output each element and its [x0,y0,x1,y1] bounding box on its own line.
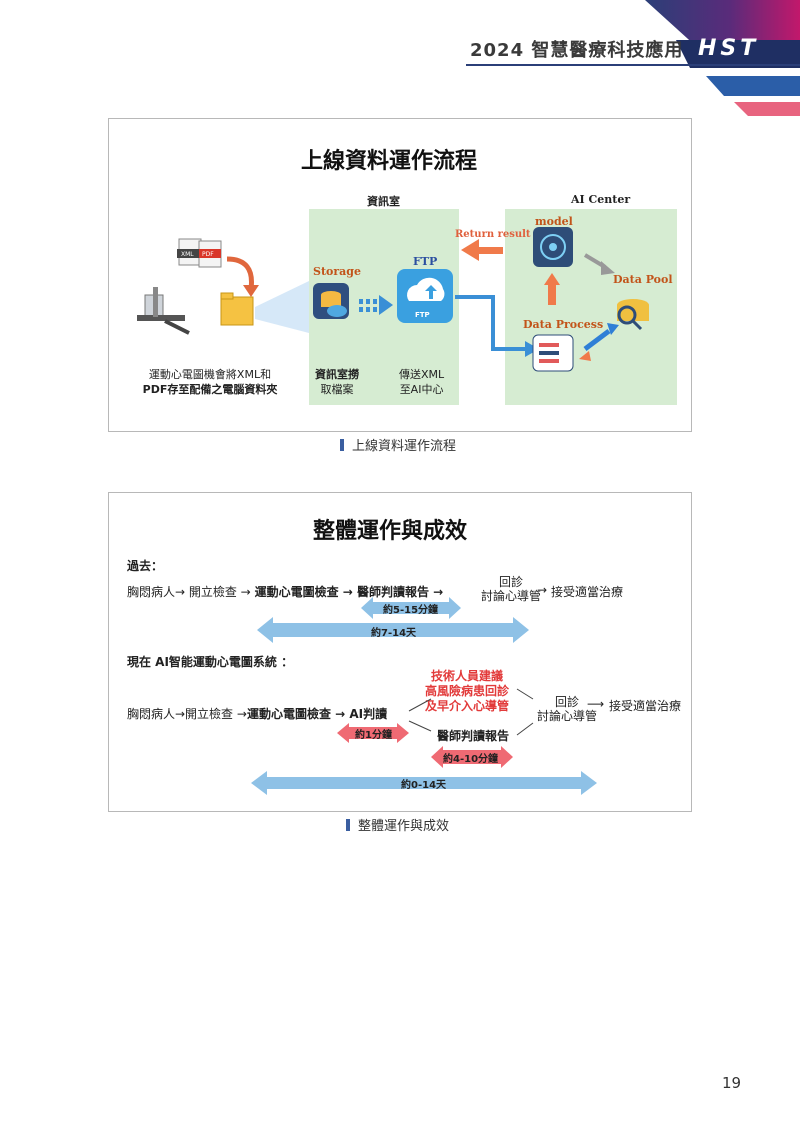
past-return-visit: 回診 討論心導管 [481,575,542,603]
header-decoration [645,0,800,116]
ftp-label: FTP [413,255,438,268]
figure1-graphics: XML PDF [137,227,649,372]
past-long-arrow-icon [257,617,529,643]
header-stripe-pink [734,102,800,116]
machine-description: 運動心電圖機會將XML和 PDF存至配備之電腦資料夾 [142,368,278,396]
curved-arrow-icon [226,256,254,290]
past-short-duration: 約5-15分鐘 [383,605,439,616]
past-long-duration: 約7-14天 [371,628,417,639]
now-long-duration: 約0-14天 [401,780,447,791]
storage-to-ftp-arrow-icon [359,295,393,315]
ecg-machine-icon [137,287,190,335]
figure-data-flow: 上線資料運作流程 資訊室 AI Center XML PDF [108,118,692,432]
now-long-arrow-icon [251,771,597,795]
beam-shape [255,281,309,333]
xml-pdf-files-icon [177,238,222,268]
return-arrow-icon [479,247,503,254]
storage-label: Storage [313,265,361,278]
brand-logo: HST [698,36,760,61]
tech-suggestion: 技術人員建議 高風險病患回診 及早介入心導管 [425,669,510,713]
now-return-visit: 回診 討論心導管 [537,695,598,723]
pdf-tag: PDF [202,251,214,258]
header-brand-band [676,40,800,68]
header-stripe-blue [706,76,800,96]
xml-tag: XML [181,251,194,258]
header-rule [466,64,800,66]
model-label: model [535,215,573,228]
past-arrow: → [537,583,548,597]
page-number: 19 [722,1074,742,1092]
past-label: 過去： [127,559,164,573]
past-flow: 胸悶病人→ 開立檢查 → 運動心電圖檢查 → 醫師判讀報告 → [127,585,444,599]
figure1-caption: 上線資料運作流程 [340,435,456,454]
figure2-graphics [251,597,597,795]
doctor-report: 醫師判讀報告 [437,729,510,743]
ai-zone-label: AI Center [571,193,631,206]
figure2-caption: 整體運作與成效 [346,815,449,834]
now-ai-arrow-icon [337,723,409,743]
now-treatment: 接受適當治療 [609,699,682,713]
ftp-badge: FTP [415,311,430,319]
ftp-to-process-arrow-icon [455,295,527,351]
header-title: 2024 智慧醫療科技應用 [470,40,684,61]
it-zone-label: 資訊室 [367,195,400,208]
it-retrieve-description: 資訊室撈 取檔案 [315,368,359,396]
now-doctor-arrow-icon [431,746,513,768]
process-to-model-arrow-icon [548,283,556,305]
data-pool-label: Data Pool [613,273,673,286]
connector-arrow-icon [408,698,432,712]
past-short-arrow-icon [361,597,461,619]
send-description: 傳送XML 至AI中心 [399,368,445,396]
now-arrow: ⟶ [587,697,605,711]
now-ai-duration: 約1分鐘 [355,730,392,741]
now-label: 現在 AI智能運動心電圖系統 ： [127,655,294,669]
now-flow: 胸悶病人→開立檢查 →運動心電圖檢查 → AI判讀 [127,707,388,721]
return-result-label: Return result [455,229,531,240]
figure-overall-effect: 整體運作與成效 過去： 胸悶病人→ 開立檢查 → 運動心電圖檢查 → 醫師判讀報… [108,492,692,812]
figure2-title: 整體運作與成效 [313,519,468,544]
past-treatment: 接受適當治療 [551,585,624,599]
figure1-title: 上線資料運作流程 [301,149,478,174]
data-process-label: Data Process [523,318,604,331]
now-doctor-duration: 約4-10分鐘 [443,754,499,765]
folder-icon [220,292,254,326]
process-pool-arrow-icon [583,329,611,351]
